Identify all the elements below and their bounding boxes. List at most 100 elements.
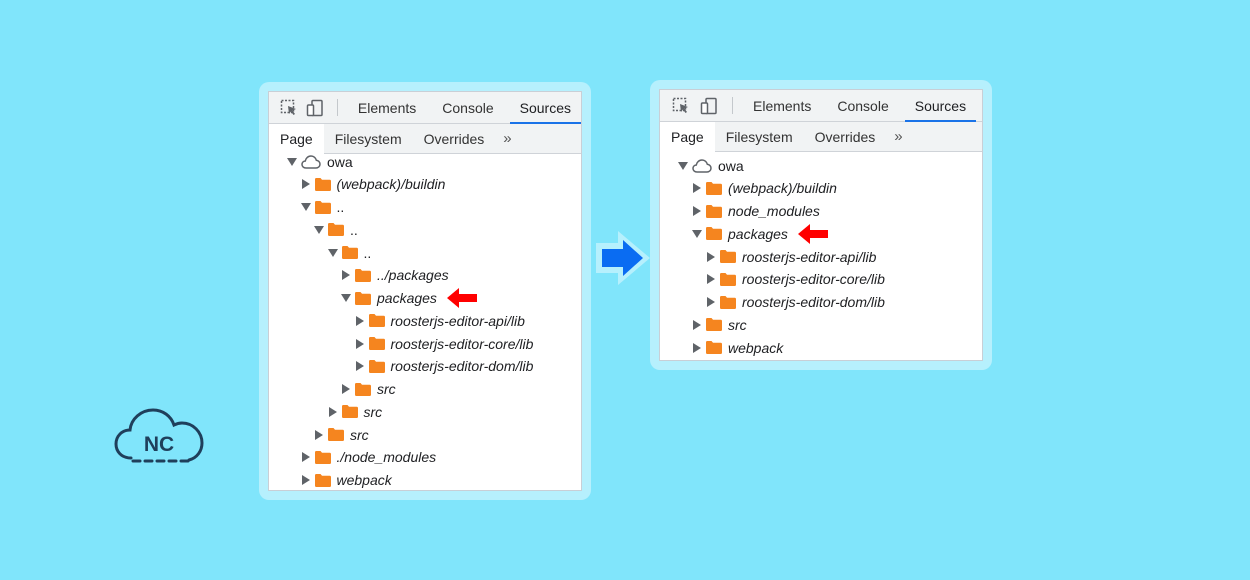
tree-item[interactable]: roosterjs-editor-api/lib (660, 245, 982, 268)
subtab-overrides[interactable]: Overrides (423, 130, 485, 147)
tree-item[interactable]: owa (269, 150, 581, 173)
collapsed-triangle-icon[interactable] (299, 450, 313, 464)
collapsed-triangle-icon[interactable] (312, 428, 326, 442)
tree-item-label: roosterjs-editor-dom/lib (742, 294, 885, 310)
tree-item[interactable]: (webpack)/buildin (660, 177, 982, 200)
after-toolbar: Elements Console Sources (660, 90, 982, 122)
collapsed-triangle-icon[interactable] (353, 337, 367, 351)
inspect-element-icon[interactable] (279, 92, 299, 123)
collapsed-triangle-icon[interactable] (704, 250, 718, 264)
subtab-filesystem[interactable]: Filesystem (725, 128, 793, 145)
tree-item[interactable]: .. (269, 218, 581, 241)
collapsed-triangle-icon[interactable] (339, 268, 353, 282)
folder-icon (368, 314, 385, 328)
tree-item-label: packages (728, 225, 788, 242)
tree-item[interactable]: src (269, 378, 581, 401)
collapsed-triangle-icon[interactable] (690, 204, 704, 218)
tree-item[interactable]: (webpack)/buildin (269, 173, 581, 196)
tree-item[interactable]: roosterjs-editor-core/lib (269, 332, 581, 355)
after-subtabs: Page Filesystem Overrides » (660, 122, 982, 152)
tree-item[interactable]: ./node_modules (269, 446, 581, 469)
folder-icon (368, 359, 385, 373)
collapsed-triangle-icon[interactable] (353, 359, 367, 373)
toolbar-divider (337, 99, 338, 116)
before-subtabs: Page Filesystem Overrides » (269, 124, 581, 154)
tree-item[interactable]: webpack (269, 469, 581, 491)
collapsed-triangle-icon[interactable] (704, 272, 718, 286)
nc-cloud-logo: NC (113, 406, 205, 471)
tree-item[interactable]: owa (660, 154, 982, 177)
tree-item[interactable]: node_modules (660, 200, 982, 223)
logo-text: NC (144, 433, 174, 456)
tree-item-label: .. (350, 221, 358, 238)
collapsed-triangle-icon[interactable] (299, 177, 313, 191)
tree-item[interactable]: webpack (660, 336, 982, 359)
collapsed-triangle-icon[interactable] (326, 405, 340, 419)
expanded-triangle-icon[interactable] (299, 200, 313, 214)
tree-item[interactable]: src (269, 423, 581, 446)
tree-item-label: webpack (728, 339, 784, 356)
tree-item[interactable]: .. (269, 241, 581, 264)
tree-item[interactable]: roosterjs-editor-dom/lib (660, 291, 982, 314)
folder-icon (706, 318, 722, 332)
folder-icon (706, 227, 722, 241)
folder-icon (328, 428, 344, 441)
tab-sources[interactable]: Sources (904, 90, 977, 122)
collapsed-triangle-icon[interactable] (690, 341, 704, 355)
collapsed-triangle-icon[interactable] (690, 181, 704, 195)
tree-item-label: src (363, 403, 383, 420)
collapsed-triangle-icon[interactable] (299, 473, 313, 487)
tree-item-label: .. (336, 199, 345, 215)
tree-item[interactable]: roosterjs-editor-api/lib (269, 309, 581, 332)
subtab-page[interactable]: Page (269, 124, 324, 154)
tab-console[interactable]: Console (442, 99, 494, 116)
tree-item-label: src (728, 316, 747, 333)
folder-icon (314, 473, 331, 487)
tree-item-label: roosterjs-editor-api/lib (390, 312, 525, 329)
transition-arrow-icon (590, 225, 656, 296)
tree-item[interactable]: packages (660, 222, 982, 245)
expanded-triangle-icon[interactable] (339, 291, 353, 305)
subtab-page[interactable]: Page (660, 122, 715, 152)
folder-icon (328, 223, 344, 237)
tab-elements[interactable]: Elements (753, 97, 812, 114)
tree-item-label: ../packages (377, 267, 449, 284)
tree-item[interactable]: roosterjs-editor-core/lib (660, 268, 982, 291)
folder-icon (368, 337, 385, 350)
tree-item[interactable]: src (269, 400, 581, 423)
tab-sources[interactable]: Sources (509, 92, 581, 124)
more-tabs-icon[interactable]: » (503, 130, 511, 147)
folder-icon (314, 200, 331, 214)
tree-item-label: src (377, 381, 396, 397)
tab-console[interactable]: Console (837, 97, 889, 114)
tree-item[interactable]: packages (269, 287, 581, 310)
tree-item-label: roosterjs-editor-api/lib (742, 248, 877, 265)
folder-icon (314, 177, 331, 191)
more-tabs-icon[interactable]: » (894, 128, 902, 145)
collapsed-triangle-icon[interactable] (690, 318, 704, 332)
expanded-triangle-icon[interactable] (285, 155, 299, 169)
tree-item[interactable]: .. (269, 196, 581, 219)
device-toolbar-icon[interactable] (698, 90, 720, 121)
subtab-overrides[interactable]: Overrides (814, 128, 876, 145)
inspect-element-icon[interactable] (670, 90, 692, 121)
device-toolbar-icon[interactable] (305, 92, 325, 123)
expanded-triangle-icon[interactable] (312, 223, 326, 237)
tree-item-label: (webpack)/buildin (728, 180, 837, 197)
folder-icon (720, 295, 736, 309)
folder-icon (720, 250, 736, 263)
expanded-triangle-icon[interactable] (326, 246, 340, 260)
expanded-triangle-icon[interactable] (676, 159, 690, 173)
after-devtools-panel: Elements Console Sources Page Filesystem… (659, 89, 983, 361)
tree-item[interactable]: roosterjs-editor-dom/lib (269, 355, 581, 378)
collapsed-triangle-icon[interactable] (353, 314, 367, 328)
collapsed-triangle-icon[interactable] (339, 382, 353, 396)
tree-item[interactable]: ../packages (269, 264, 581, 287)
tab-elements[interactable]: Elements (357, 99, 417, 116)
collapsed-triangle-icon[interactable] (704, 295, 718, 309)
folder-icon (706, 204, 722, 218)
tree-item[interactable]: src (660, 313, 982, 336)
subtab-filesystem[interactable]: Filesystem (334, 130, 402, 147)
expanded-triangle-icon[interactable] (690, 227, 704, 241)
folder-icon (341, 246, 358, 259)
